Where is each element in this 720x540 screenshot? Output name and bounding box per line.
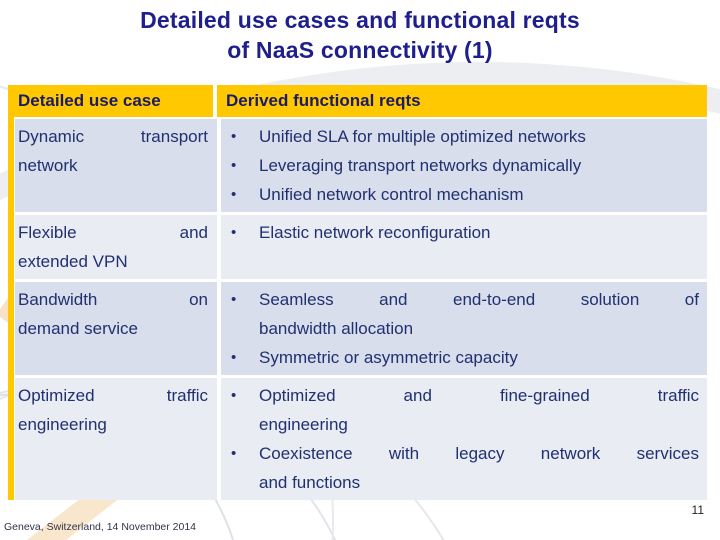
text-line: bandwidth allocation xyxy=(259,319,414,338)
text-line: extended VPN xyxy=(18,252,128,271)
req-text: Unified SLA for multiple optimized netwo… xyxy=(259,122,699,151)
reqts-cell: • Unified SLA for multiple optimized netw… xyxy=(221,119,707,212)
page-title: Detailed use cases and functional reqts … xyxy=(0,5,720,65)
text-line: Unified network control mechanism xyxy=(259,185,524,204)
page-title-line2: of NaaS connectivity (1) xyxy=(227,37,493,63)
req-text: Elastic network reconfiguration xyxy=(259,218,699,247)
bullet-icon: • xyxy=(231,349,237,366)
req-item: • Elastic network reconfiguration xyxy=(229,218,699,247)
text-line: demand service xyxy=(18,319,139,338)
page-title-line1: Detailed use cases and functional reqts xyxy=(140,7,580,33)
text-line: Leveraging transport networks dynamicall… xyxy=(259,156,582,175)
bullet-icon: • xyxy=(231,157,237,174)
text-line: Symmetric or asymmetric capacity xyxy=(259,348,518,367)
bullet-icon: • xyxy=(231,186,237,203)
accent-bar xyxy=(8,85,14,500)
reqts-cell: • Elastic network reconfiguration xyxy=(221,215,707,279)
text-line: engineering xyxy=(259,415,348,434)
req-item: • Unified network control mechanism xyxy=(229,180,699,209)
text-line: engineering xyxy=(18,415,107,434)
footer-venue-date: Geneva, Switzerland, 14 November 2014 xyxy=(4,521,197,533)
bullet-icon: • xyxy=(231,291,237,308)
table-header-row: Detailed use case Derived functional req… xyxy=(8,85,707,117)
header-reqts: Derived functional reqts xyxy=(226,91,421,110)
header-use-case: Detailed use case xyxy=(8,85,217,117)
text-line: Unified SLA for multiple optimized netwo… xyxy=(259,127,586,146)
req-text: Unified network control mechanism xyxy=(259,180,699,209)
bullet-icon: • xyxy=(231,445,237,462)
text-line: Elastic network reconfiguration xyxy=(259,223,491,242)
req-item: • Unified SLA for multiple optimized netw… xyxy=(229,122,699,151)
req-text: Leveraging transport networks dynamicall… xyxy=(259,151,699,180)
req-text: Symmetric or asymmetric capacity xyxy=(259,343,699,372)
page-number: 11 xyxy=(691,503,704,517)
text-line: network xyxy=(18,156,78,175)
req-item: • Symmetric or asymmetric capacity xyxy=(229,343,699,372)
bullet-icon: • xyxy=(231,387,237,404)
use-case-table: Detailed use case Derived functional req… xyxy=(8,85,707,500)
bullet-icon: • xyxy=(231,224,237,241)
req-item: • Leveraging transport networks dynamical… xyxy=(229,151,699,180)
bullet-icon: • xyxy=(231,128,237,145)
text-line: and functions xyxy=(259,473,361,492)
